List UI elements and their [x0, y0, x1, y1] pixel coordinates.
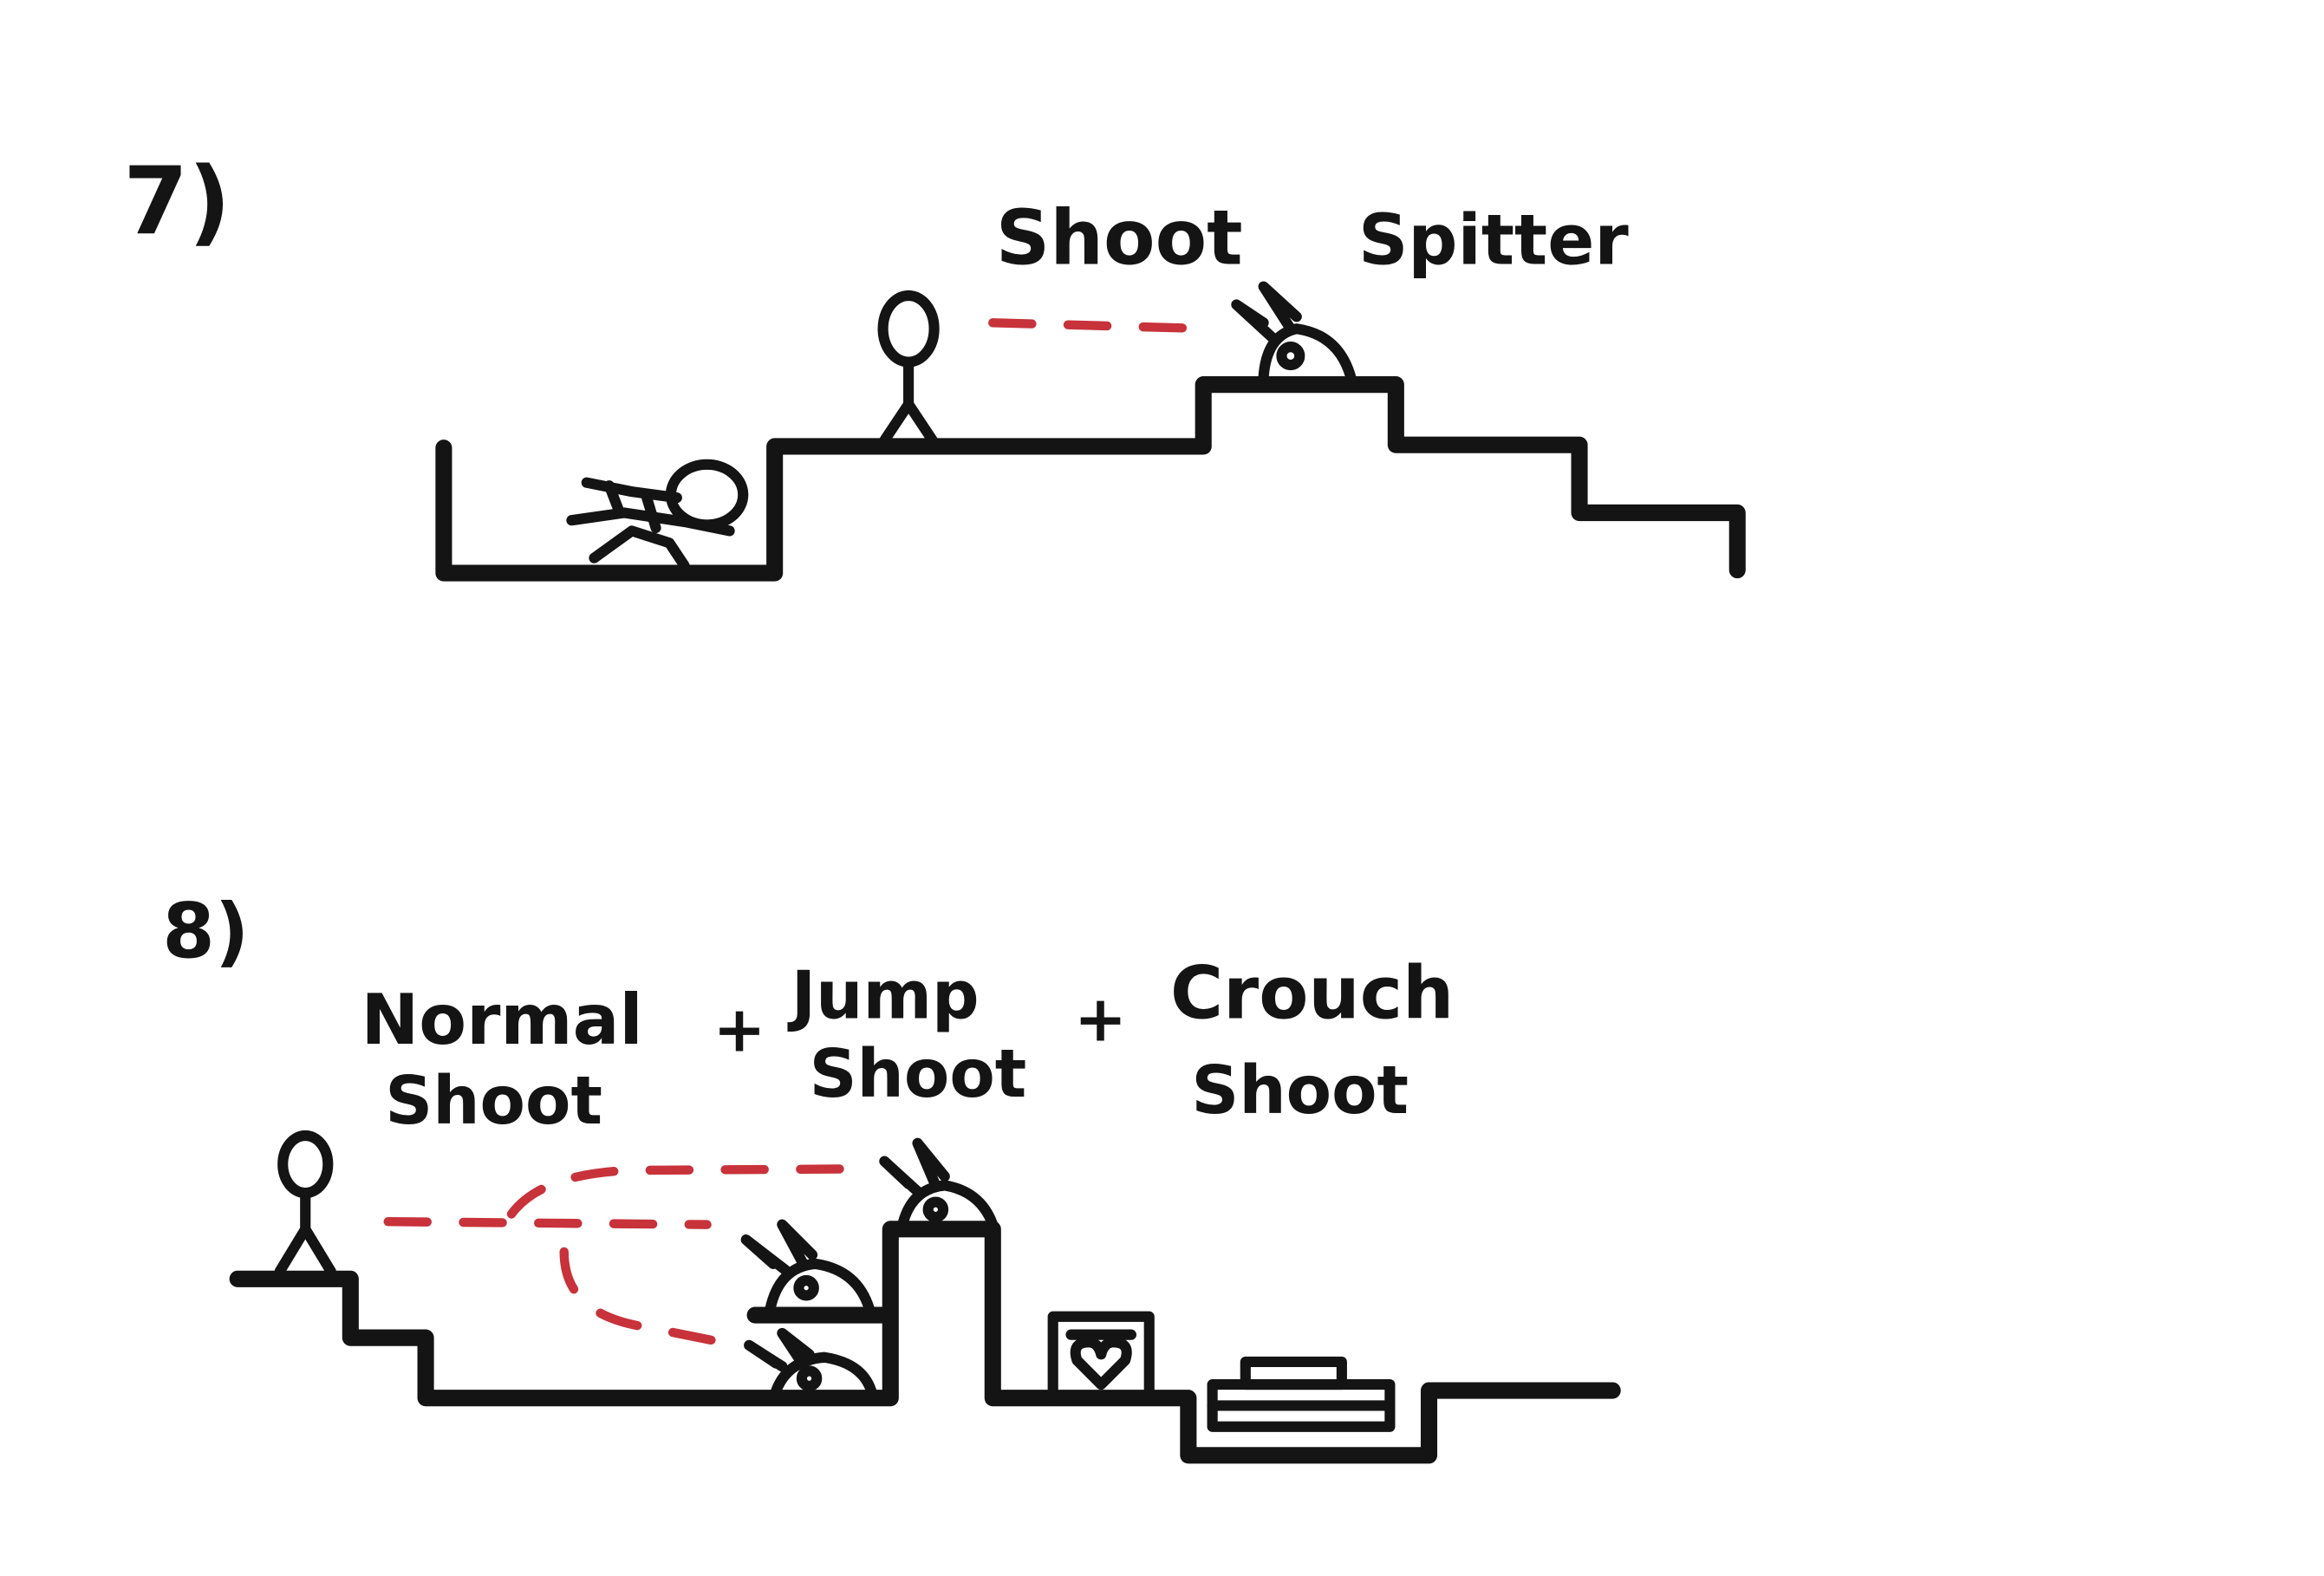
normal-label: Normal	[361, 980, 642, 1060]
crawler-creature-icon	[566, 459, 749, 571]
panel-7-terrain	[435, 376, 1746, 582]
player-stick-figure-icon	[877, 290, 940, 446]
spitter-creature-icon	[879, 1137, 999, 1230]
shoot-label: Shoot	[996, 194, 1243, 282]
player-stick-figure-icon	[274, 1130, 336, 1277]
spitter-creature-icon	[1231, 281, 1357, 383]
crouch-shoot-label: Shoot	[1191, 1052, 1409, 1130]
crouch-label: Crouch	[1170, 951, 1454, 1035]
jump-label: Jump	[787, 957, 980, 1034]
spitter-label: Spitter	[1358, 199, 1629, 280]
heart-crate-icon	[1047, 1311, 1155, 1403]
shot-trajectory-line	[988, 318, 1216, 334]
jump-shot-line	[506, 1164, 875, 1219]
plus-sign-2: +	[1074, 982, 1127, 1056]
panel-8-terrain	[229, 1221, 1621, 1464]
panel-8-number: 8)	[162, 889, 249, 976]
panel-8: 8) Normal Shoot + Jump Shoot + Crouch Sh…	[162, 889, 1621, 1464]
normal-shot-line	[383, 1216, 712, 1229]
jump-shoot-label: Shoot	[810, 1036, 1027, 1113]
pit-platform-icon	[1207, 1356, 1396, 1432]
normal-shoot-label: Shoot	[385, 1063, 602, 1140]
plus-sign-1: +	[713, 993, 766, 1066]
crouch-shot-line	[559, 1247, 727, 1347]
spitter-creature-icon	[740, 1219, 876, 1315]
panel-7: 7) Shoot Spitter	[123, 148, 1746, 582]
spitter-creature-icon	[744, 1327, 878, 1401]
panel-7-number: 7)	[123, 148, 231, 257]
